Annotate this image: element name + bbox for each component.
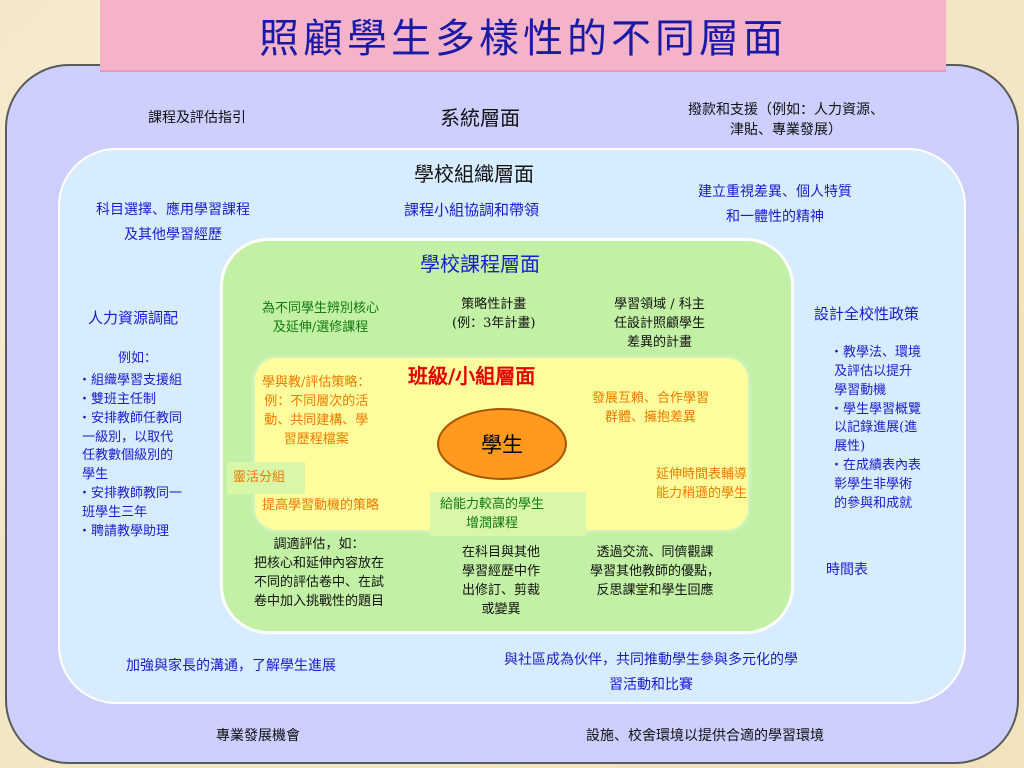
whole-school-policy-list: ・教學法、環境 及評估以提升 學習動機 ・學生學習概覽 以記錄進展(進 展性) … — [830, 344, 921, 514]
school-curriculum-heading: 學校課程層面 — [420, 252, 540, 276]
diversity-ethos-label: 建立重視差異、個人特質 和一體性的精神 — [698, 184, 852, 225]
professional-development-label: 專業發展機會 — [216, 728, 300, 744]
core-extension-label: 為不同學生辨別核心 及延伸/選修課程 — [262, 301, 380, 335]
flexible-grouping-patch — [227, 462, 305, 494]
list-item: ・雙班主任制 — [78, 391, 157, 407]
curriculum-adaptation-label: 在科目與其他 學習經歷中作 出修訂、剪裁 或變異 — [462, 545, 541, 617]
list-item: ・教學法、環境 及評估以提升 學習動機 — [830, 345, 922, 398]
adapted-assessment-label: 調適評估，如： 把核心和延伸內容放在 不同的評估卷中、在試 卷中加入挑戰性的題目 — [254, 537, 385, 609]
student-core-node: 學生 — [437, 408, 567, 480]
strategic-plan-label: 策略性計畫 (例：3年計畫) — [452, 297, 536, 331]
enrichment-patch — [430, 492, 586, 536]
curriculum-guide-label: 課程及評估指引 — [148, 110, 246, 126]
cooperative-learning-label: 發展互賴、合作學習 群體、擁抱差異 — [592, 391, 710, 425]
class-group-heading: 班級/小組層面 — [408, 364, 536, 388]
curriculum-team-label: 課程小組協調和帶領 — [404, 201, 540, 219]
list-item: ・安排教師任教同 一級別，以取代 任教數個級別的 學生 — [78, 410, 183, 483]
facilities-environment-label: 設施、校舍環境以提供合適的學習環境 — [586, 728, 824, 744]
whole-school-policy-title: 設計全校性政策 — [814, 305, 920, 323]
hr-deployment-title: 人力資源調配 — [88, 309, 179, 327]
school-organisation-heading: 學校組織層面 — [414, 162, 534, 186]
funding-support-label: 撥款和支援（例如：人力資源、 津貼、專業發展） — [688, 102, 884, 139]
hr-example-lead: 例如： — [118, 351, 158, 366]
enrichment-curriculum-label: 給能力較高的學生 增潤課程 — [440, 497, 545, 531]
system-level-heading: 系統層面 — [440, 106, 520, 130]
page-title: 照顧學生多樣性的不同層面 — [100, 0, 946, 72]
list-item: ・聘請教學助理 — [78, 523, 170, 539]
extended-timetable-label: 延伸時間表輔導 能力稍遜的學生 — [656, 467, 748, 501]
subject-choice-label: 科目選擇、應用學習課程 及其他學習經歷 — [96, 202, 250, 243]
list-item: ・學生學習概覽 以記錄進展(進 展性) — [830, 401, 922, 455]
timetable-label: 時間表 — [826, 562, 868, 578]
flexible-grouping-label: 靈活分組 — [233, 470, 286, 485]
student-label: 學生 — [481, 433, 523, 457]
motivation-strategy-label: 提高學習動機的策略 — [262, 498, 380, 513]
community-partnership-label: 與社區成為伙伴，共同推動學生參與多元化的學 習活動和比賽 — [504, 652, 798, 693]
list-item: ・組織學習支援組 — [78, 373, 183, 388]
list-item: ・在成績表內表 彰學生非學術 的參與和成就 — [830, 458, 922, 511]
kla-plan-label: 學習領域 / 科主 任設計照顧學生 差異的計畫 — [614, 297, 706, 350]
list-item: ・安排教師教同一 班學生三年 — [78, 486, 183, 520]
parent-communication-label: 加強與家長的溝通，了解學生進展 — [126, 658, 336, 674]
peer-observation-label: 透過交流、同儕觀課 學習其他教師的優點， 反思課堂和學生回應 — [590, 545, 721, 598]
hr-deployment-list: ・組織學習支援組 ・雙班主任制 ・安排教師任教同 一級別，以取代 任教數個級別的… — [78, 372, 182, 542]
teaching-strategy-label: 學與教/評估策略： 例：不同層次的活 動、共同建構、學 習歷程檔案 — [262, 375, 371, 447]
